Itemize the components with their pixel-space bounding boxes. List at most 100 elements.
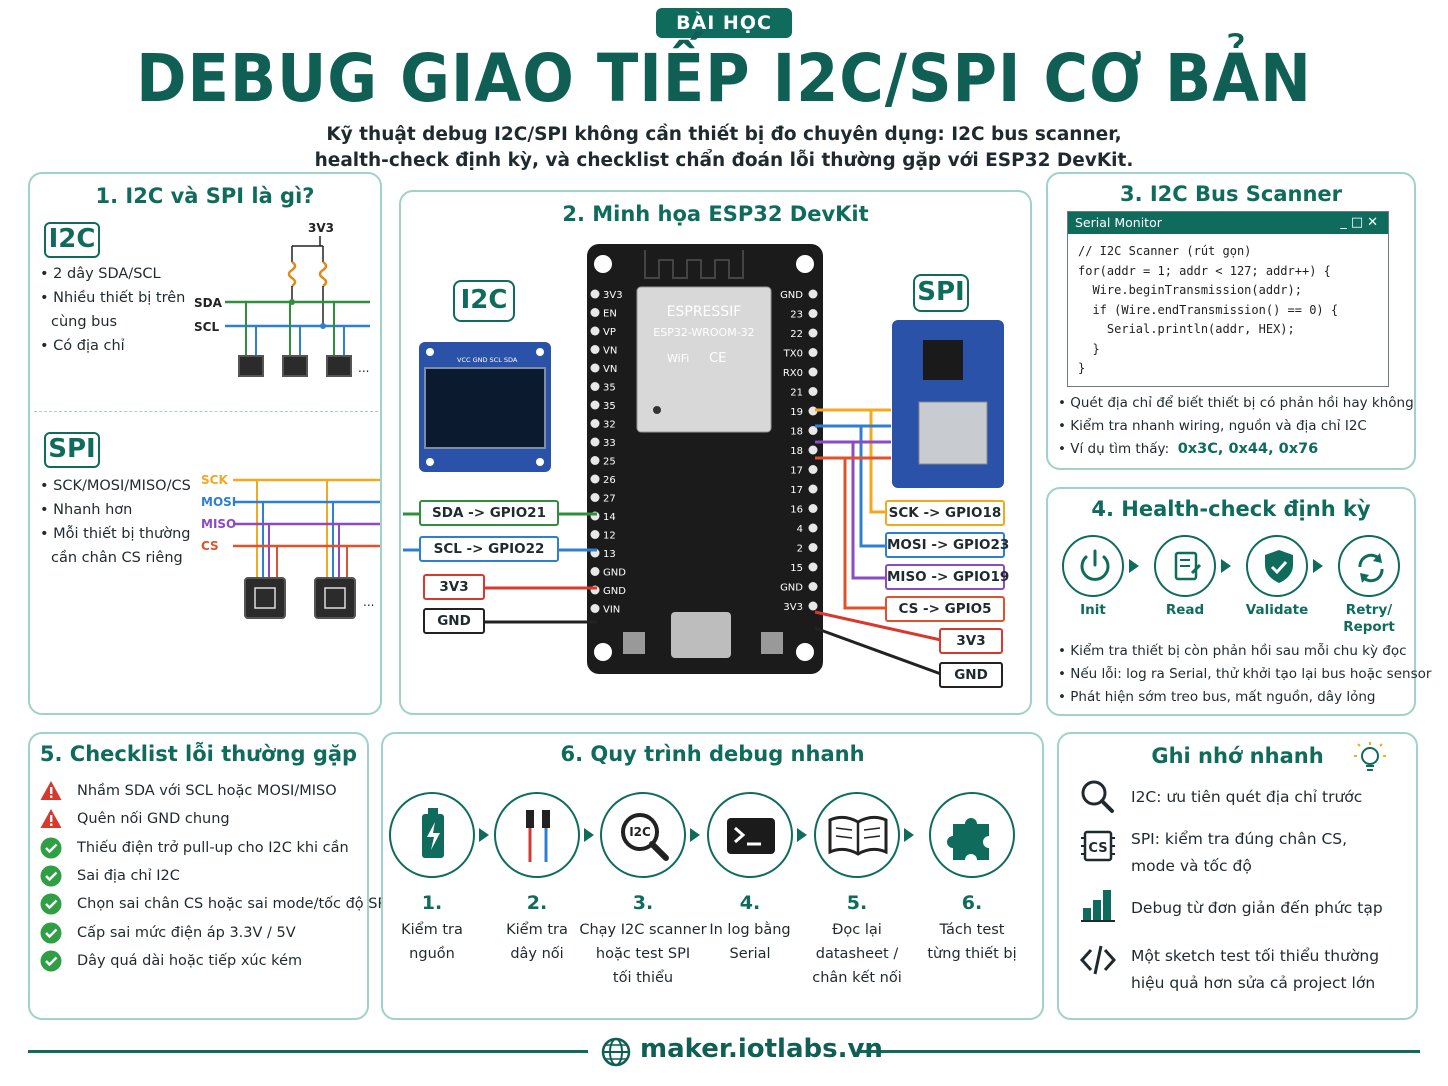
health-step-circle bbox=[1062, 535, 1124, 597]
esp-left-pin-label: VP bbox=[603, 327, 616, 338]
left-pin-box: GND bbox=[423, 608, 485, 634]
footer-site[interactable]: maker.iotlabs.vn bbox=[640, 1034, 883, 1064]
health-step-circle bbox=[1154, 535, 1216, 597]
spi-bus-diagram: SCKMOSIMISOCS ... bbox=[201, 473, 380, 619]
esp-left-pin-hole bbox=[590, 382, 600, 391]
health-step-circle bbox=[1338, 535, 1400, 597]
esp-right-pin-hole bbox=[808, 387, 818, 396]
checklist-text: Thiếu điện trở pull-up cho I2C khi cần bbox=[77, 839, 349, 856]
i2c-bullet-2b: cùng bus bbox=[51, 314, 118, 330]
code-icon bbox=[1079, 945, 1117, 975]
esp-right-pin-label: 17 bbox=[790, 466, 803, 477]
esp-i2c-badge: I2C bbox=[453, 280, 515, 322]
health-arrow bbox=[1221, 559, 1231, 573]
scanner-bullet-3: • Ví dụ tìm thấy: 0x3C, 0x44, 0x76 bbox=[1058, 441, 1319, 457]
esp-right-pin-hole bbox=[808, 348, 818, 357]
spi-bullet-1: • SCK/MOSI/MISO/CS bbox=[40, 478, 191, 494]
warning-icon bbox=[40, 781, 62, 800]
esp-left-pin-hole bbox=[590, 326, 600, 336]
spi-bullet-3: • Mỗi thiết bị thường bbox=[40, 526, 191, 542]
panel-quick-debug: 6. Quy trình debug nhanh bbox=[381, 732, 1044, 1020]
board-module: ESP32-WROOM-32 bbox=[653, 326, 754, 339]
left-pin-box: 3V3 bbox=[423, 574, 485, 600]
checklist-text: Quên nối GND chung bbox=[77, 811, 230, 828]
panel-5-title: 5. Checklist lỗi thường gặp bbox=[39, 742, 358, 766]
esp-left-pin-hole bbox=[590, 456, 600, 465]
spi-chip-1 bbox=[244, 577, 286, 619]
sda-label: SDA bbox=[194, 296, 223, 310]
i2c-vcc-label: 3V3 bbox=[308, 221, 334, 235]
health-bullets: • Kiểm tra thiết bị còn phản hồi sau mỗi… bbox=[1058, 640, 1431, 709]
debug-step-text: Kiểm tra nguồn bbox=[401, 922, 463, 962]
retry-icon bbox=[1358, 553, 1384, 583]
esp-left-pin-hole bbox=[590, 289, 600, 299]
serial-monitor-titlebar: Serial Monitor _□✕ bbox=[1068, 212, 1388, 234]
debug-step-circle: I2C bbox=[600, 792, 686, 878]
search-icon bbox=[1081, 780, 1114, 813]
debug-step-circle bbox=[494, 792, 580, 878]
footer-rule-left bbox=[28, 1050, 588, 1053]
i2c-bullet-1: • 2 dây SDA/SCL bbox=[40, 266, 161, 282]
esp-left-pin-label: EN bbox=[603, 309, 617, 320]
wire-cs bbox=[815, 456, 887, 610]
esp-left-pin-label: 3V3 bbox=[603, 290, 623, 301]
pcb-antenna bbox=[644, 250, 744, 279]
sd-card-slot bbox=[918, 401, 988, 465]
panel-7-title: Ghi nhớ nhanh bbox=[1151, 744, 1324, 768]
wire-mosi bbox=[815, 424, 887, 548]
board-wifi: WiFi bbox=[667, 352, 689, 365]
i2c-more: ... bbox=[358, 361, 369, 375]
window-controls[interactable]: _□✕ bbox=[1340, 215, 1382, 230]
spi-bullets: • SCK/MOSI/MISO/CS • Nhanh hơn • Mỗi thi… bbox=[40, 474, 191, 570]
debug-step-text: Kiểm tra dây nối bbox=[506, 922, 568, 962]
footer-rule-right bbox=[860, 1050, 1420, 1053]
esp-left-pin-label: 27 bbox=[603, 494, 616, 505]
spi-bullet-2: • Nhanh hơn bbox=[40, 502, 133, 518]
esp32-wiring-diagram: VCC GND SCL SDA ESPRESSIF ESP32-WROOM-32… bbox=[403, 244, 1004, 676]
right-pin-box: CS -> GPIO5 bbox=[885, 596, 1005, 622]
esp-right-pin-hole bbox=[808, 465, 818, 474]
esp-left-pin-hole bbox=[590, 308, 600, 317]
panel-3-title: 3. I2C Bus Scanner bbox=[1119, 182, 1343, 206]
esp-left-pin-hole bbox=[590, 345, 600, 354]
found-addresses: 0x3C, 0x44, 0x76 bbox=[1177, 441, 1319, 457]
esp-right-pin-hole bbox=[808, 289, 818, 299]
globe-icon bbox=[601, 1037, 631, 1067]
esp-left-pin-hole bbox=[590, 604, 600, 613]
magnifier-i2c-icon: I2C bbox=[621, 813, 669, 861]
esp-right-pin-label: 19 bbox=[790, 407, 803, 418]
esp-right-pin-hole bbox=[808, 367, 818, 377]
debug-step-circle bbox=[389, 792, 475, 878]
debug-step-arrow bbox=[690, 828, 700, 842]
lightbulb-icon bbox=[1354, 742, 1386, 771]
sd-chip bbox=[923, 340, 963, 380]
puzzle-icon bbox=[947, 818, 989, 860]
debug-step-number: 3. bbox=[632, 892, 654, 914]
left-pin-box: SDA -> GPIO21 bbox=[419, 500, 559, 526]
wires-icon bbox=[526, 810, 550, 862]
i2c-chip-1 bbox=[238, 355, 264, 377]
i2c-badge: I2C bbox=[44, 222, 100, 258]
oled-pin-labels: VCC GND SCL SDA bbox=[457, 356, 518, 364]
scanner-bullet-2: • Kiểm tra nhanh wiring, nguồn và địa ch… bbox=[1058, 418, 1367, 434]
spi-chip-2 bbox=[314, 577, 356, 619]
en-button bbox=[761, 632, 783, 654]
esp-right-pin-hole bbox=[808, 582, 818, 591]
esp-right-pin-label: GND bbox=[780, 290, 803, 301]
spi-line-label-cs: CS bbox=[201, 539, 219, 553]
debug-step-circle bbox=[814, 792, 900, 878]
quick-note-text: SPI: kiểm tra đúng chân CS, mode và tốc … bbox=[1131, 830, 1348, 875]
health-bullet-3: • Phát hiện sớm treo bus, mất nguồn, dây… bbox=[1058, 689, 1376, 705]
debug-step-number: 1. bbox=[421, 892, 443, 914]
check-icon bbox=[40, 922, 62, 943]
esp-right-pin-hole bbox=[808, 484, 818, 494]
checklist-text: Chọn sai chân CS hoặc sai mode/tốc độ SP… bbox=[77, 896, 391, 913]
svg-text:CS: CS bbox=[1088, 841, 1107, 856]
esp-left-pin-label: VN bbox=[603, 364, 617, 375]
esp-left-pin-label: 35 bbox=[603, 383, 616, 394]
checklist-text: Cấp sai mức điện áp 3.3V / 5V bbox=[77, 924, 296, 941]
esp-left-pin-hole bbox=[590, 419, 600, 428]
esp-right-pin-hole bbox=[808, 426, 818, 435]
health-step-label: Read bbox=[1165, 602, 1205, 618]
health-arrow bbox=[1313, 559, 1323, 573]
